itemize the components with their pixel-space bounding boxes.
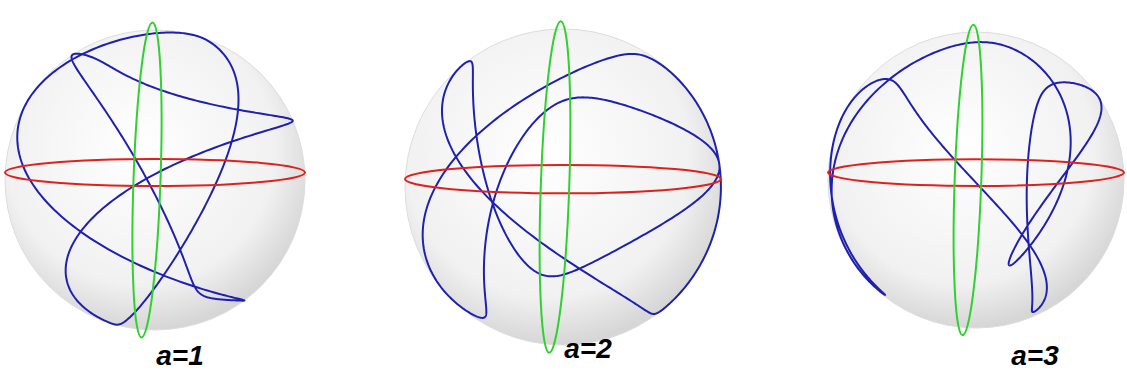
parameter-label: a=2 <box>564 335 612 363</box>
sphere-surface <box>405 29 721 345</box>
blue-curve <box>17 33 292 325</box>
green-meridian <box>535 21 575 354</box>
sphere-figure <box>5 22 305 338</box>
sphere-figure <box>828 24 1124 336</box>
parameter-label: a=1 <box>156 342 204 370</box>
red-equator <box>405 165 721 193</box>
red-equator <box>5 159 305 186</box>
blue-curve <box>423 54 721 318</box>
sphere-surface <box>5 30 305 330</box>
parameter-label: a=3 <box>1011 342 1059 370</box>
sphere-figure <box>405 21 721 354</box>
red-equator <box>828 159 1124 186</box>
sphere-surface <box>828 32 1124 328</box>
green-meridian <box>949 24 986 336</box>
blue-curve <box>830 42 1101 312</box>
green-meridian <box>128 22 166 338</box>
